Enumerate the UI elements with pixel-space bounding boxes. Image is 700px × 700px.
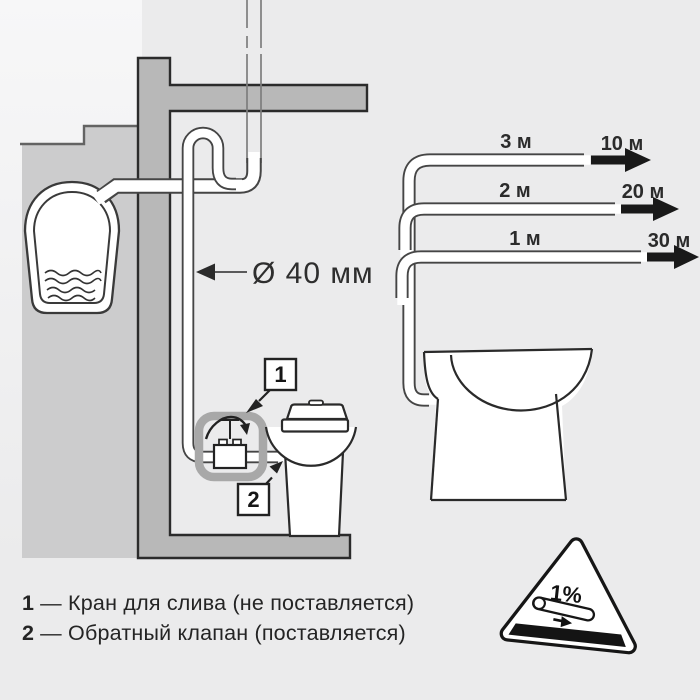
- callout-1-label: 1: [274, 362, 286, 387]
- callout-2: 2: [236, 461, 283, 517]
- dimension-arrow-icon: [196, 263, 215, 281]
- rotate-arrow-icon: [204, 415, 249, 440]
- branch-arrow-1: [591, 148, 651, 172]
- pipe-branch-3: [395, 250, 647, 305]
- arrow-icon: [625, 148, 651, 172]
- check-valve-body: [212, 443, 248, 470]
- slope-ground-bar: [508, 623, 626, 648]
- callout-1: 1: [246, 357, 298, 413]
- valve-assembly: [204, 415, 250, 470]
- branch-arrow-3: [647, 245, 699, 269]
- legend-line-1: 1— Кран для слива (не поставляется): [22, 591, 414, 615]
- callout-arrow-icon: [269, 461, 283, 474]
- pipe-dimension: Ø 40 мм: [196, 257, 374, 290]
- riser-stack-pipe: [246, 0, 262, 163]
- toilet-left: [264, 399, 358, 538]
- legend-line-2: 2— Обратный клапан (поставляется): [22, 621, 406, 645]
- branch-3-distance: 30 м: [648, 230, 691, 252]
- branch-1-length: 3 м: [500, 131, 531, 153]
- wall-structure: [136, 56, 369, 560]
- branch-3-length: 1 м: [509, 228, 540, 250]
- legend-2-number: 2: [22, 621, 34, 645]
- branch-2-length: 2 м: [499, 180, 530, 202]
- legend-1-text: — Кран для слива (не поставляется): [40, 591, 414, 615]
- legend-1-number: 1: [22, 591, 34, 615]
- dimension-label: Ø 40 мм: [252, 257, 374, 290]
- slope-warning-sign: 1%: [499, 537, 637, 655]
- toilet-right: [422, 347, 594, 502]
- rotate-arrow-head-icon: [240, 423, 250, 435]
- slope-value: 1%: [549, 580, 583, 608]
- callout-2-label: 2: [247, 487, 259, 512]
- arrow-icon: [653, 197, 679, 221]
- sloped-pipe-icon: [532, 596, 596, 622]
- pipe-length-scene: 3 м 10 м 2 м 20 м 1 м 30 м: [395, 131, 699, 502]
- pipe-branch-2: [398, 202, 621, 257]
- branch-2-distance: 20 м: [622, 181, 665, 203]
- callout-arrow-icon: [246, 399, 263, 413]
- discharge-loop-pipe: [181, 126, 284, 464]
- collection-tank: [23, 180, 121, 315]
- pipe-branch-1: [402, 153, 590, 407]
- branch-1-distance: 10 м: [601, 133, 644, 155]
- legend-2-text: — Обратный клапан (поставляется): [40, 621, 406, 645]
- legend: 1— Кран для слива (не поставляется) 2— О…: [22, 591, 414, 645]
- water-waves-icon: [44, 269, 102, 302]
- branch-arrow-2: [621, 197, 679, 221]
- slope-direction-arrow-icon: [560, 616, 573, 628]
- arrow-icon: [674, 245, 699, 269]
